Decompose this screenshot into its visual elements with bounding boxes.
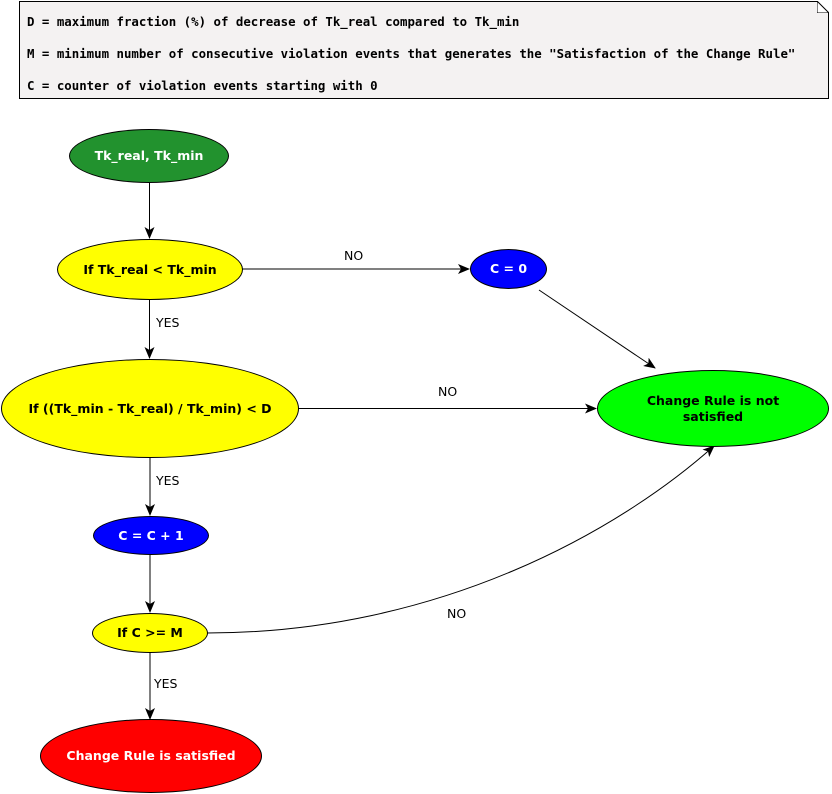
node-cond2[interactable]: If ((Tk_min - Tk_real) / Tk_min) < D	[1, 359, 299, 458]
node-start[interactable]: Tk_real, Tk_min	[69, 129, 229, 183]
edge-label-cond1-yes: YES	[156, 315, 180, 330]
edge-label-cond2-no: NO	[438, 384, 458, 399]
node-not-satisfied[interactable]: Change Rule is not satisfied	[597, 370, 829, 447]
edge-label-cond1-no: NO	[344, 248, 364, 263]
node-satisfied[interactable]: Change Rule is satisfied	[40, 719, 262, 793]
note-line-c: C = counter of violation events starting…	[27, 78, 378, 93]
edge-label-cond2-yes: YES	[156, 473, 180, 488]
node-cond3[interactable]: If C >= M	[92, 613, 208, 653]
edge-label-cond3-no: NO	[447, 606, 467, 621]
node-cond1[interactable]: If Tk_real < Tk_min	[57, 239, 243, 300]
legend-note: D = maximum fraction (%) of decrease of …	[19, 1, 829, 99]
note-line-m: M = minimum number of consecutive violat…	[27, 46, 796, 61]
note-fold-icon	[817, 1, 829, 13]
edge-label-cond3-yes: YES	[154, 676, 178, 691]
note-line-d: D = maximum fraction (%) of decrease of …	[27, 14, 520, 29]
edge-cond3-no	[206, 445, 715, 634]
node-reset[interactable]: C = 0	[470, 249, 547, 289]
edge-reset-to-not-satisfied	[538, 289, 656, 369]
node-increment[interactable]: C = C + 1	[93, 516, 209, 555]
